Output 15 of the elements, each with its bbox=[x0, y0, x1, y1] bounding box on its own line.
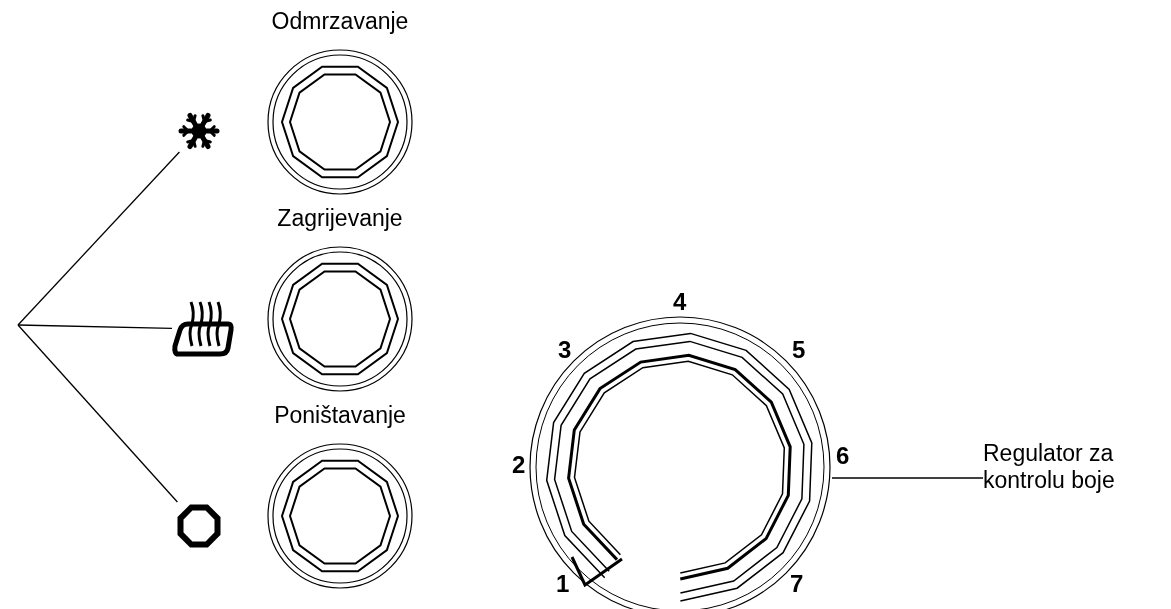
callout-text: Regulator za kontrolu boje bbox=[983, 440, 1116, 494]
scale-number: 5 bbox=[792, 338, 806, 362]
scale-number: 4 bbox=[673, 290, 687, 314]
leader-line bbox=[17, 324, 179, 503]
scale-number: 1 bbox=[556, 572, 570, 596]
scale-number: 3 bbox=[558, 338, 572, 362]
leader-line bbox=[17, 324, 173, 329]
scale-number: 6 bbox=[836, 444, 850, 468]
scale-number: 7 bbox=[790, 572, 804, 596]
scale-number: 2 bbox=[512, 453, 526, 477]
knob-label: Zagrijevanje bbox=[276, 205, 404, 232]
leader-line bbox=[17, 151, 181, 326]
knob-label: Odmrzavanje bbox=[270, 8, 410, 35]
knob-label: Poništavanje bbox=[273, 402, 407, 429]
leader-line bbox=[831, 477, 984, 479]
